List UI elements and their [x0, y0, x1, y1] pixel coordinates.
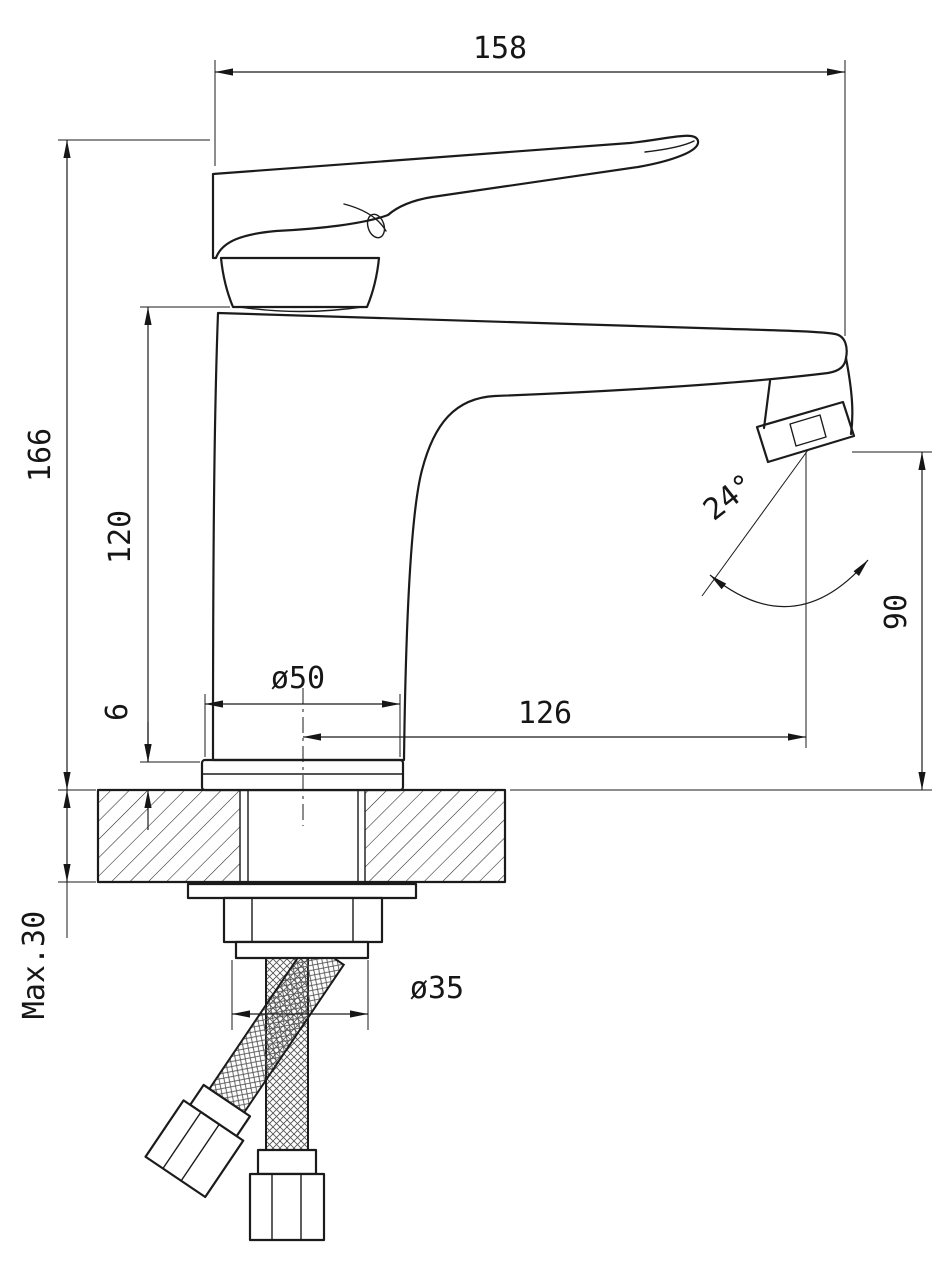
dim-label-max30: Max.30	[17, 911, 52, 1019]
supply-hoses	[144, 939, 346, 1242]
shank-collar	[234, 940, 370, 960]
dim-spout-height: 90	[510, 451, 932, 791]
dim-label-126: 126	[518, 696, 572, 731]
dim-label-166: 166	[23, 428, 58, 482]
hose-sleeve-straight	[256, 1148, 318, 1176]
aerator-housing	[755, 400, 856, 464]
mounting-hole-edges	[239, 789, 366, 883]
hose-nut-straight	[248, 1172, 326, 1242]
mounting-washer	[186, 882, 418, 900]
dim-label-6: 6	[100, 703, 135, 721]
dim-stream-angle: 24°	[697, 449, 869, 608]
dim-base-plate-height: 6	[100, 703, 152, 830]
spout-and-body	[211, 311, 848, 762]
mounting-nut-facets	[251, 897, 354, 943]
cartridge-dome	[219, 256, 381, 309]
dim-spout-reach: 126	[303, 452, 807, 748]
dim-label-24deg: 24°	[697, 467, 761, 528]
dome-joint-seam	[239, 306, 363, 313]
faucet-body-outline	[200, 134, 856, 826]
dim-overall-length: 158	[214, 31, 846, 336]
mounting-hardware	[186, 789, 418, 960]
countertop-hatch-right	[365, 790, 505, 882]
dim-label-158: 158	[473, 31, 527, 66]
threaded-shank	[247, 789, 359, 885]
dim-label-d50: ø50	[271, 661, 325, 696]
countertop-section	[96, 788, 507, 884]
lever-handle	[211, 134, 700, 260]
dim-base-diameter: ø50	[204, 661, 401, 757]
lever-tip-detail	[644, 140, 695, 153]
dim-label-d35: ø35	[410, 971, 464, 1006]
lever-hinge-pin	[366, 213, 386, 239]
supply-hose-angled	[144, 939, 346, 1199]
dim-label-120: 120	[103, 510, 138, 564]
hose-nut-facets-angled	[162, 1111, 220, 1182]
dim-body-height: 120	[103, 306, 230, 763]
hose-nut-facets-straight	[271, 1173, 302, 1241]
dim-max-mounting-thickness: Max.30	[17, 790, 96, 1019]
aerator-connector-left	[762, 379, 772, 430]
dim-mounting-hole-diameter: ø35	[231, 960, 464, 1030]
mounting-nut	[222, 896, 384, 944]
dim-overall-height: 166	[23, 139, 210, 791]
countertop-hatch-left	[98, 790, 240, 882]
dim-label-90: 90	[879, 594, 914, 630]
aerator-insert	[789, 414, 827, 447]
